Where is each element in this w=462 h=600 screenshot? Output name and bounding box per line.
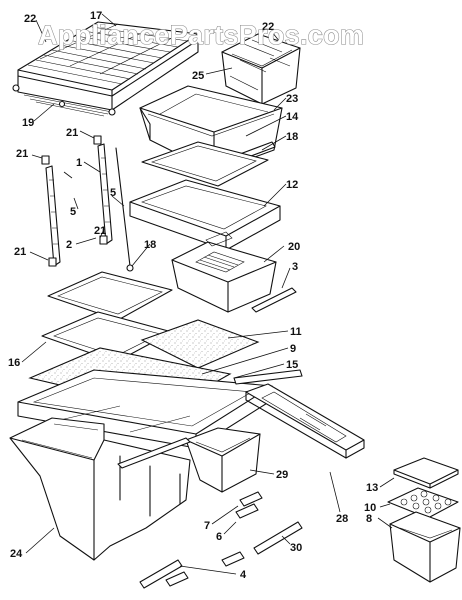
callout-8: 8 (366, 513, 372, 525)
callout-20: 20 (288, 241, 300, 253)
callout-28: 28 (336, 513, 348, 525)
ladder-left-2 (41, 155, 61, 267)
callout-5: 5 (70, 206, 76, 218)
leader-lines (21, 13, 395, 575)
egg-holder-10 (387, 487, 459, 519)
callout-21: 21 (66, 127, 78, 139)
callout-15: 15 (286, 359, 298, 371)
shelf-frame-12 (129, 179, 281, 251)
callout-18: 18 (286, 131, 298, 143)
bracket-6 (165, 503, 259, 587)
callout-19: 19 (22, 117, 34, 129)
rail-3 (251, 287, 297, 313)
glass-shelf-upper (141, 141, 269, 187)
control-housing-28 (245, 383, 365, 459)
rod-30 (253, 521, 303, 555)
bin-8 (389, 511, 461, 583)
callout-29: 29 (276, 469, 288, 481)
egg-tray-13 (393, 457, 459, 489)
callout-24: 24 (10, 548, 23, 560)
callout-21: 21 (16, 148, 28, 160)
callout-7: 7 (204, 520, 210, 532)
callout-30: 30 (290, 542, 302, 554)
front-rail (117, 437, 191, 469)
callout-18: 18 (144, 239, 156, 251)
callout-6: 6 (216, 531, 222, 543)
drawer-20 (171, 231, 277, 313)
callout-22: 22 (24, 13, 36, 25)
callout-25: 25 (192, 70, 204, 82)
callout-9: 9 (290, 343, 296, 355)
crisper-drawer-24 (9, 417, 191, 561)
callout-1: 1 (76, 157, 82, 169)
callout-3: 3 (292, 261, 298, 273)
callout-5: 5 (110, 187, 116, 199)
callout-17: 17 (90, 10, 102, 22)
callout-12: 12 (286, 179, 298, 191)
callout-16: 16 (8, 357, 20, 369)
callout-11: 11 (290, 326, 302, 338)
crisper-drawer-right (185, 427, 261, 493)
glass-shelf-18 (47, 271, 173, 321)
callout-14: 14 (286, 111, 299, 123)
callout-2: 2 (66, 239, 72, 251)
watermark-text: AppliancePartsPros.com (38, 20, 364, 50)
callout-13: 13 (366, 482, 378, 494)
rail-right (233, 369, 303, 385)
callout-labels: 22 17 22 25 23 14 19 21 18 21 1 12 5 5 2… (8, 10, 378, 581)
callout-22: 22 (262, 21, 274, 33)
callout-10: 10 (364, 502, 376, 514)
dairy-bin-25 (221, 33, 301, 105)
wire-shelf-17 (12, 21, 199, 117)
callout-21: 21 (94, 225, 106, 237)
ladder-right-1 (93, 135, 134, 272)
callout-4: 4 (240, 569, 247, 581)
glass-panel-11 (140, 319, 260, 369)
callout-21: 21 (14, 246, 26, 258)
callout-23: 23 (286, 93, 298, 105)
bracket-7 (221, 491, 263, 567)
